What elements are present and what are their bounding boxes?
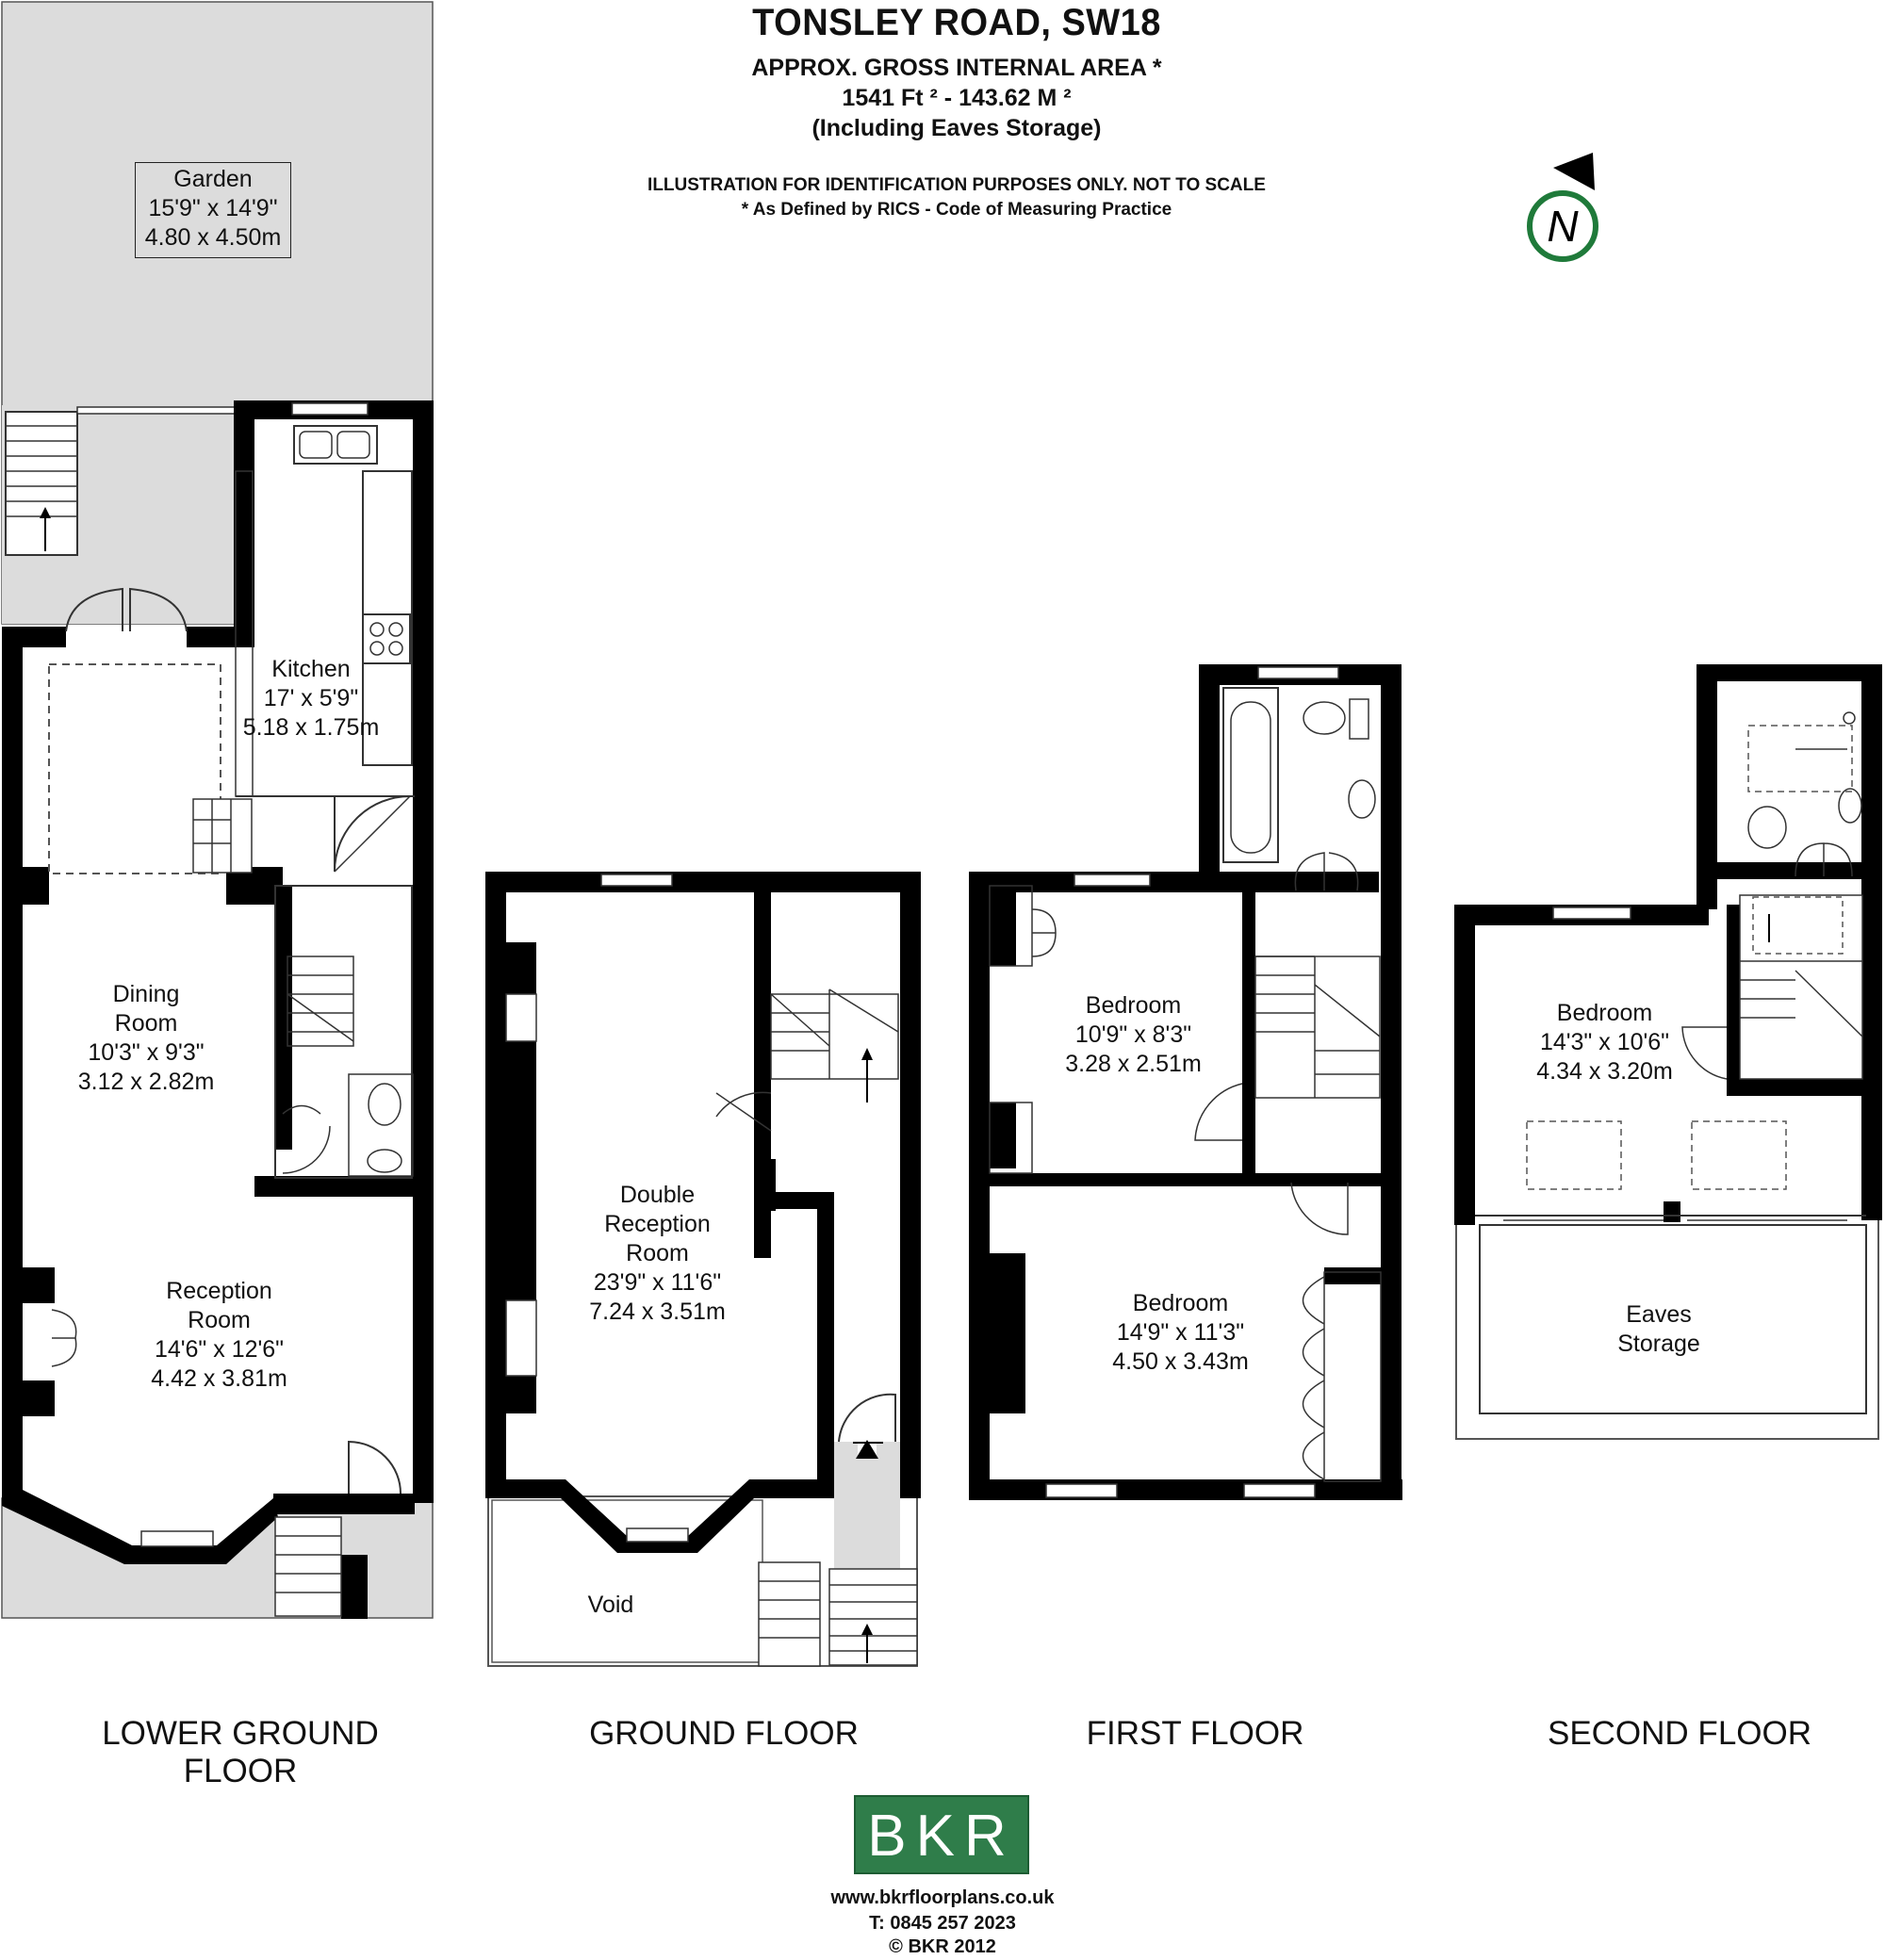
eaves-name-2: Storage (1617, 1331, 1700, 1357)
reception-room-label: Reception Room 14'6" x 12'6" 4.42 x 3.81… (132, 1277, 306, 1394)
void-label: Void (564, 1591, 658, 1620)
reception-name-2: Room (188, 1307, 251, 1333)
bedroom-small-name: Bedroom (1085, 992, 1182, 1019)
kitchen-name: Kitchen (271, 656, 351, 682)
first-floor-bedroom-small-label: Bedroom 10'9" x 8'3" 3.28 x 2.51m (1051, 991, 1216, 1079)
eaves-name-1: Eaves (1626, 1301, 1692, 1328)
double-reception-name-3: Room (626, 1240, 689, 1266)
reception-imperial: 14'6" x 12'6" (154, 1336, 285, 1363)
area-value: 1541 Ft ² - 143.62 M ² (842, 85, 1072, 111)
garden-name: Garden (173, 166, 253, 192)
floor-title-lower-ground: LOWER GROUND FLOOR (102, 1715, 379, 1789)
disclaimer: ILLUSTRATION FOR IDENTIFICATION PURPOSES… (647, 175, 1266, 195)
double-reception-name-2: Reception (604, 1211, 711, 1237)
kitchen-label: Kitchen 17' x 5'9" 5.18 x 1.75m (236, 655, 386, 743)
reception-name-1: Reception (166, 1278, 272, 1304)
bedroom-large-imperial: 14'9" x 11'3" (1116, 1319, 1245, 1346)
bedroom-second-metric: 4.34 x 3.20m (1536, 1058, 1673, 1085)
floor-title-second: SECOND FLOOR (1547, 1715, 1812, 1752)
kitchen-metric: 5.18 x 1.75m (242, 714, 380, 741)
phone-text: T: 0845 257 2023 (869, 1913, 1016, 1934)
dining-name-2: Room (114, 1010, 178, 1037)
double-reception-imperial: 23'9" x 11'6" (593, 1269, 722, 1296)
bedroom-second-name: Bedroom (1556, 1000, 1653, 1026)
double-reception-name-1: Double (619, 1182, 696, 1208)
second-floor-plan (1454, 664, 1882, 1440)
eaves-storage-label: Eaves Storage (1602, 1300, 1715, 1359)
garden-metric: 4.80 x 4.50m (144, 224, 282, 251)
kitchen-imperial: 17' x 5'9" (263, 685, 359, 711)
bedroom-second-imperial: 14'3" x 10'6" (1539, 1029, 1670, 1055)
copyright-text: © BKR 2012 (889, 1936, 996, 1957)
double-reception-metric: 7.24 x 3.51m (589, 1298, 726, 1325)
bedroom-large-name: Bedroom (1132, 1290, 1229, 1316)
reception-metric: 4.42 x 3.81m (151, 1365, 287, 1392)
bedroom-large-metric: 4.50 x 3.43m (1112, 1348, 1249, 1375)
first-floor-plan (969, 664, 1402, 1500)
floor-title-ground: GROUND FLOOR (589, 1715, 859, 1752)
double-reception-label: Double Reception Room 23'9" x 11'6" 7.24… (570, 1181, 745, 1327)
property-title: TONSLEY ROAD, SW18 (752, 2, 1161, 43)
compass-letter: N (1547, 202, 1579, 251)
dining-room-label: Dining Room 10'3" x 9'3" 3.12 x 2.82m (61, 980, 231, 1097)
first-floor-bedroom-large-label: Bedroom 14'9" x 11'3" 4.50 x 3.43m (1098, 1289, 1263, 1377)
dining-imperial: 10'3" x 9'3" (88, 1039, 205, 1066)
second-floor-bedroom-label: Bedroom 14'3" x 10'6" 4.34 x 3.20m (1522, 999, 1687, 1086)
rics-note: * As Defined by RICS - Code of Measuring… (741, 200, 1172, 220)
garden-imperial: 15'9" x 14'9" (148, 195, 278, 221)
compass-icon: N (1527, 153, 1598, 262)
bkr-logo: BKR (854, 1795, 1029, 1874)
lower-ground-floor-plan (1, 1, 434, 1619)
garden-label: Garden 15'9" x 14'9" 4.80 x 4.50m (135, 162, 291, 258)
dining-metric: 3.12 x 2.82m (77, 1069, 215, 1095)
website-text: www.bkrfloorplans.co.uk (830, 1887, 1055, 1908)
dining-name-1: Dining (112, 981, 180, 1007)
floor-title-first: FIRST FLOOR (1086, 1715, 1304, 1752)
ground-floor-plan (485, 872, 921, 1667)
bedroom-small-metric: 3.28 x 2.51m (1065, 1051, 1202, 1077)
area-note: (Including Eaves Storage) (811, 115, 1102, 141)
area-label: APPROX. GROSS INTERNAL AREA * (751, 55, 1162, 81)
bedroom-small-imperial: 10'9" x 8'3" (1074, 1021, 1192, 1048)
void-name: Void (587, 1592, 634, 1618)
